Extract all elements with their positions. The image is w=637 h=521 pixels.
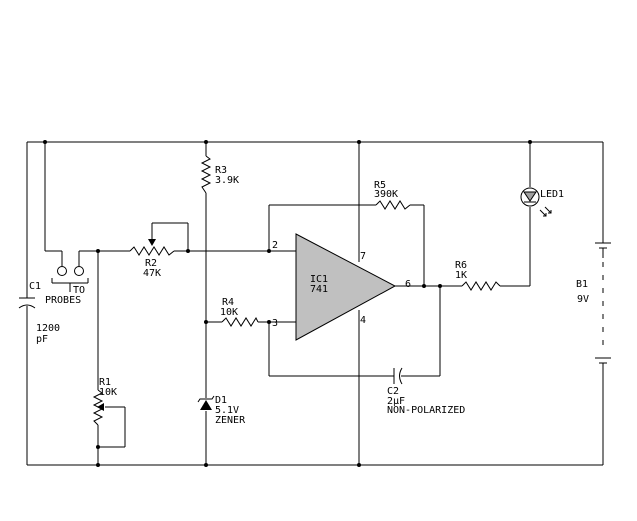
c2-value: 2µF bbox=[387, 396, 405, 407]
ic1-part: 741 bbox=[310, 284, 328, 295]
r6-ref: R6 bbox=[455, 260, 467, 271]
resistor-r5: R5 390K bbox=[374, 180, 411, 210]
potentiometer-r2: R2 47K bbox=[129, 223, 175, 279]
r3-ref: R3 bbox=[215, 165, 227, 176]
ic1-pin2-label: 2 bbox=[272, 240, 278, 251]
ic1-ref: IC1 bbox=[310, 274, 328, 285]
r2-ref: R2 bbox=[145, 258, 157, 269]
wires bbox=[26, 141, 604, 466]
junction-dots bbox=[43, 140, 532, 467]
capacitor-c1: C1 1200 pF bbox=[18, 281, 60, 345]
ic1-pin7-label: 7 bbox=[360, 251, 366, 262]
ic1-pin4-label: 4 bbox=[360, 315, 366, 326]
led1-ref: LED1 bbox=[540, 189, 564, 200]
r2-value: 47K bbox=[143, 268, 161, 279]
r4-ref: R4 bbox=[222, 297, 234, 308]
c1-ref: C1 bbox=[29, 281, 41, 292]
r4-value: 10K bbox=[220, 307, 238, 318]
battery-b1: B1 9V bbox=[576, 242, 611, 366]
probe-terminals: TO PROBES bbox=[45, 266, 89, 306]
probes-label-line1: TO bbox=[73, 285, 85, 296]
r3-value: 3.9K bbox=[215, 175, 239, 186]
d1-value: 5.1V bbox=[215, 405, 239, 416]
r1-value: 10K bbox=[99, 387, 117, 398]
resistor-r3: R3 3.9K bbox=[200, 155, 239, 194]
ic1-pin3-label: 3 bbox=[272, 318, 278, 329]
c2-ref: C2 bbox=[387, 386, 399, 397]
b1-value: 9V bbox=[577, 294, 589, 305]
c2-type: NON-POLARIZED bbox=[387, 405, 465, 416]
potentiometer-r1: R1 10K bbox=[92, 377, 117, 426]
zener-diode-d1: D1 5.1V ZENER bbox=[197, 395, 246, 426]
d1-type: ZENER bbox=[215, 415, 246, 426]
c1-value: 1200 bbox=[36, 323, 60, 334]
r5-value: 390K bbox=[374, 189, 398, 200]
c1-unit: pF bbox=[36, 334, 48, 345]
r6-value: 1K bbox=[455, 270, 467, 281]
r5-ref: R5 bbox=[374, 180, 386, 191]
opamp-ic1: IC1 741 2 3 4 6 7 bbox=[272, 233, 411, 341]
d1-ref: D1 bbox=[215, 395, 227, 406]
resistor-r6: R6 1K bbox=[455, 260, 501, 291]
probes-label-line2: PROBES bbox=[45, 295, 81, 306]
ic1-pin6-label: 6 bbox=[405, 279, 411, 290]
b1-ref: B1 bbox=[576, 279, 588, 290]
capacitor-c2: C2 2µF NON-POLARIZED bbox=[387, 367, 465, 416]
r1-ref: R1 bbox=[99, 377, 111, 388]
resistor-r4: R4 10K bbox=[220, 297, 259, 327]
led-led1: LED1 bbox=[520, 187, 564, 217]
